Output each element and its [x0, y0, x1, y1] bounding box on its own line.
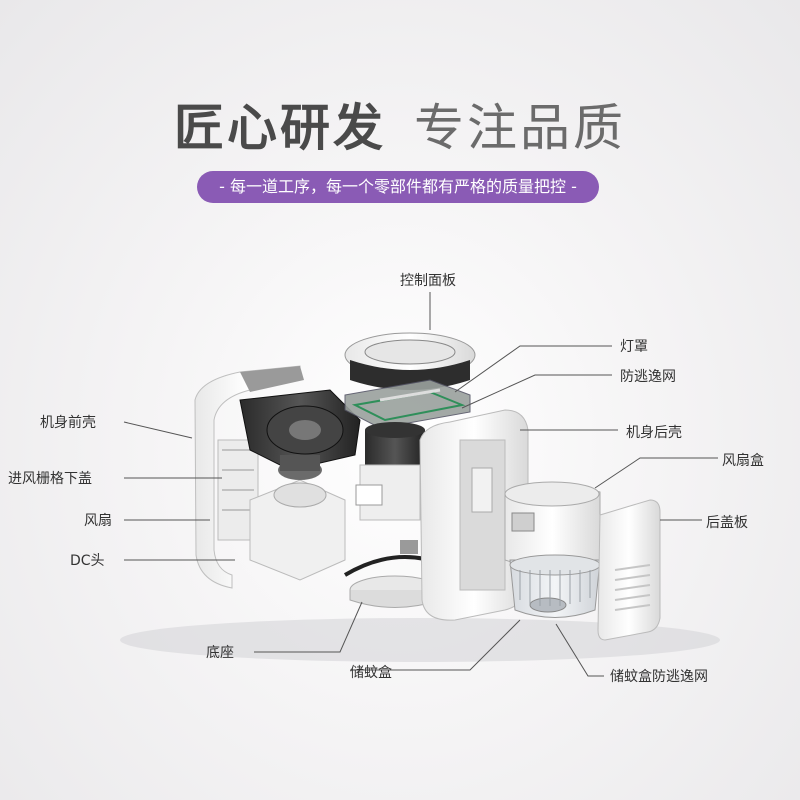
leader-escape-net	[461, 374, 612, 409]
label-base: 底座	[206, 645, 234, 661]
rear-shell-shape	[419, 409, 529, 621]
floor-shadow	[120, 618, 720, 662]
leader-mosquito-box	[350, 619, 521, 671]
label-mosquito-box: 储蚊盒	[350, 665, 392, 681]
leader-front-shell	[123, 421, 193, 439]
leader-lamp-cover	[454, 345, 612, 393]
label-fan-box: 风扇盒	[722, 453, 764, 469]
label-fan: 风扇	[84, 513, 112, 529]
label-dc-jack: DC头	[70, 553, 105, 569]
quality-banner: - 每一道工序，每一个零部件都有严格的质量把控 -	[197, 171, 599, 203]
label-back-cover: 后盖板	[706, 515, 748, 531]
title-sub: 专注品质	[414, 99, 626, 157]
label-mosquito-box-net: 储蚊盒防逃逸网	[610, 669, 708, 685]
base-shape	[343, 540, 446, 608]
back-cover-shape	[597, 499, 661, 641]
leader-fan-box	[594, 457, 718, 489]
mosquito-box-shape	[509, 554, 601, 618]
label-escape-net: 防逃逸网	[620, 369, 676, 385]
leader-mosquito-net	[555, 623, 604, 677]
title-main: 匠心研发	[174, 99, 386, 157]
front-shell-shape	[194, 365, 304, 589]
label-intake-grille: 进风栅格下盖	[8, 471, 92, 487]
upper-fan-frame-shape	[239, 389, 361, 471]
label-rear-shell: 机身后壳	[626, 425, 682, 441]
page-title: 匠心研发专注品质	[0, 88, 800, 160]
leader-lines	[123, 292, 718, 677]
control-panel-shape	[344, 332, 476, 390]
leader-base	[254, 601, 363, 653]
label-lamp-cover: 灯罩	[620, 339, 648, 355]
label-control-panel: 控制面板	[400, 273, 456, 289]
inner-cylinder-shape	[355, 422, 425, 521]
fan-box-shape	[504, 481, 601, 568]
fan-shape	[249, 455, 346, 581]
lamp-cover-shape	[344, 379, 471, 429]
label-front-shell: 机身前壳	[40, 415, 96, 431]
